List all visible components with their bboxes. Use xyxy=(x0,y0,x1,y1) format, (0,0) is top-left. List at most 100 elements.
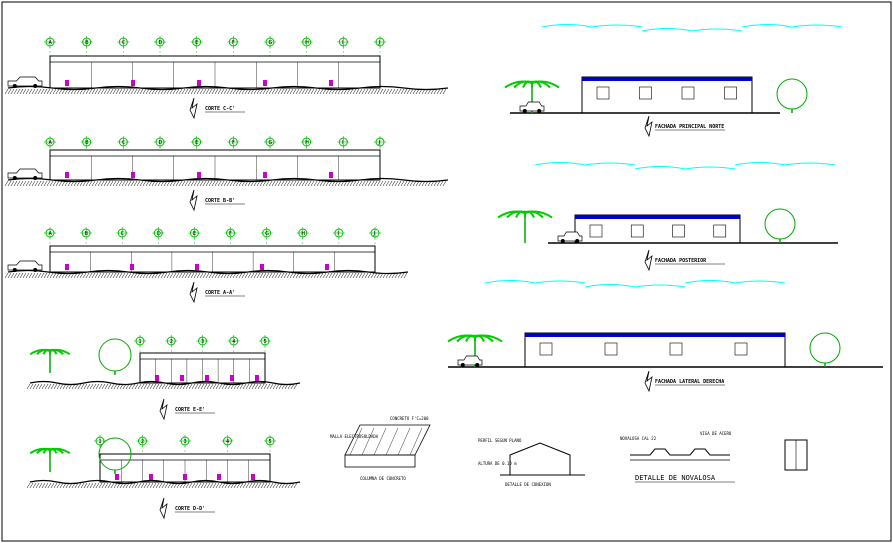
ground-hatch xyxy=(52,88,57,95)
ground-hatch xyxy=(76,88,81,95)
axis-label: H xyxy=(305,140,309,146)
ground-hatch xyxy=(139,272,144,279)
window xyxy=(669,342,683,356)
ground-hatch xyxy=(424,88,429,95)
ground-hatch xyxy=(325,272,330,279)
ground-hatch xyxy=(166,180,171,187)
ground-hatch xyxy=(295,180,300,187)
ground-hatch xyxy=(382,272,387,279)
ground-hatch xyxy=(284,383,289,390)
detail-title: DETALLE DE NOVALOSA xyxy=(635,474,716,482)
ground-hatch xyxy=(367,88,372,95)
ground-hatch xyxy=(100,272,105,279)
ground-hatch xyxy=(214,272,219,279)
ground-hatch xyxy=(22,272,27,279)
ground-hatch xyxy=(145,272,150,279)
ground-hatch xyxy=(146,383,151,390)
ground-hatch xyxy=(172,88,177,95)
ground-hatch xyxy=(367,272,372,279)
window xyxy=(713,224,727,238)
ground-hatch xyxy=(265,88,270,95)
ground-hatch xyxy=(127,180,132,187)
ground-hatch xyxy=(244,88,249,95)
ground-hatch xyxy=(211,88,216,95)
ground-hatch xyxy=(268,88,273,95)
ground-hatch xyxy=(136,180,141,187)
ground-hatch xyxy=(290,482,295,489)
ground-hatch xyxy=(179,482,184,489)
ground-hatch xyxy=(157,88,162,95)
ground-hatch xyxy=(211,180,216,187)
ground-hatch xyxy=(140,482,145,489)
ground-hatch xyxy=(155,383,160,390)
ground-hatch xyxy=(163,272,168,279)
ground-hatch xyxy=(32,482,37,489)
ground-hatch xyxy=(62,383,67,390)
ground-hatch xyxy=(278,482,283,489)
ground-hatch xyxy=(238,272,243,279)
ground-hatch xyxy=(115,272,120,279)
ground-hatch xyxy=(142,272,147,279)
ground-hatch xyxy=(176,383,181,390)
ground-hatch xyxy=(26,482,31,489)
car xyxy=(7,76,43,87)
ground-hatch xyxy=(35,383,40,390)
window xyxy=(724,86,737,100)
ground-hatch xyxy=(58,180,63,187)
ground-hatch xyxy=(115,180,120,187)
ground-hatch xyxy=(271,180,276,187)
ground-hatch xyxy=(268,180,273,187)
ground-hatch xyxy=(178,272,183,279)
ground-hatch xyxy=(31,272,36,279)
furniture xyxy=(329,172,333,178)
axis-label: A xyxy=(49,40,53,46)
ground-hatch xyxy=(215,383,220,390)
ground-hatch xyxy=(50,383,55,390)
ground-hatch xyxy=(55,272,60,279)
ground-hatch xyxy=(170,383,175,390)
ground-hatch xyxy=(113,383,118,390)
ground-hatch xyxy=(86,383,91,390)
ground-hatch xyxy=(61,88,66,95)
ground-hatch xyxy=(74,383,79,390)
ground-hatch xyxy=(76,180,81,187)
ground-hatch xyxy=(202,180,207,187)
ground-hatch xyxy=(295,272,300,279)
ground-hatch xyxy=(106,88,111,95)
ground-hatch xyxy=(427,88,432,95)
ground-hatch xyxy=(220,180,225,187)
ground-hatch xyxy=(89,482,94,489)
ground-hatch xyxy=(4,180,9,187)
ground-hatch xyxy=(160,180,165,187)
ground-hatch xyxy=(167,482,172,489)
ground-hatch xyxy=(169,180,174,187)
ground-hatch xyxy=(196,272,201,279)
ground-hatch xyxy=(250,272,255,279)
ground-hatch xyxy=(259,272,264,279)
ground-hatch xyxy=(122,383,127,390)
furniture xyxy=(180,375,184,381)
ground-hatch xyxy=(34,180,39,187)
ground-hatch xyxy=(223,272,228,279)
ground-hatch xyxy=(373,88,378,95)
ground-hatch xyxy=(220,88,225,95)
ground-hatch xyxy=(61,272,66,279)
ground-hatch xyxy=(136,88,141,95)
axis-label: F xyxy=(232,140,235,146)
ground-hatch xyxy=(10,180,15,187)
ground-hatch xyxy=(82,272,87,279)
ground-hatch xyxy=(212,383,217,390)
ground-hatch xyxy=(325,180,330,187)
ground-hatch xyxy=(253,88,258,95)
furniture xyxy=(195,264,199,270)
ground-hatch xyxy=(31,180,36,187)
ground-hatch xyxy=(131,383,136,390)
ground-hatch xyxy=(94,272,99,279)
ground-hatch xyxy=(134,482,139,489)
ground-hatch xyxy=(173,482,178,489)
ground-hatch xyxy=(287,383,292,390)
ground-hatch xyxy=(283,88,288,95)
ground-hatch xyxy=(325,88,330,95)
ground-hatch xyxy=(95,482,100,489)
